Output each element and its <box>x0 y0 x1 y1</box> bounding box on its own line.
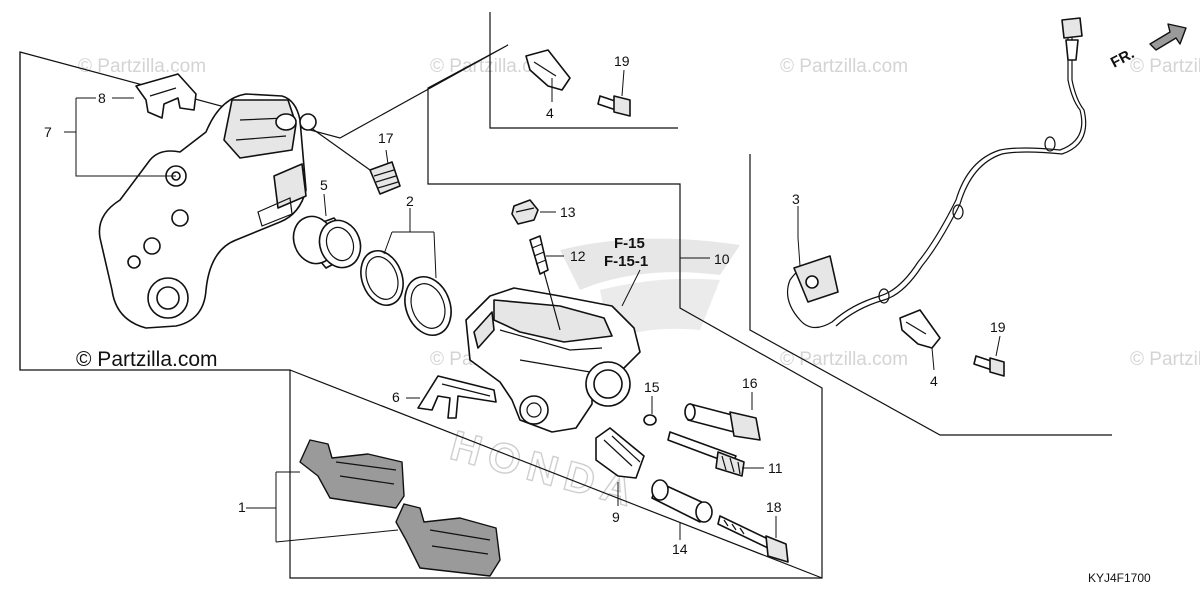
watermark-1: © Partzilla.com <box>78 56 206 77</box>
watermark-4: © Partzilla.com <box>1130 56 1200 77</box>
stay-bolt-right <box>973 355 1005 377</box>
callout-4-top: 4 <box>546 105 554 121</box>
reference-leader <box>621 269 641 307</box>
sensor-stay-top <box>525 49 571 91</box>
watermark-6: © Partzilla.com <box>780 349 908 370</box>
callout-9: 9 <box>612 509 620 525</box>
callout-18: 18 <box>766 499 782 515</box>
callout-4-right: 4 <box>930 373 938 389</box>
watermark-2: © Partzilla.com <box>430 56 558 77</box>
callout-3: 3 <box>792 191 800 207</box>
watermark-3: © Partzilla.com <box>780 56 908 77</box>
pin-sleeve <box>651 479 713 523</box>
bleeder-boot <box>275 113 401 195</box>
brake-pad-upper <box>299 439 405 509</box>
callout-2: 2 <box>406 193 414 209</box>
pin-boot <box>595 427 645 479</box>
callout-leaders <box>64 69 1001 543</box>
watermark-7: © Partzilla.com <box>1130 349 1200 370</box>
pad-spring <box>417 375 497 419</box>
callout-12: 12 <box>570 248 586 264</box>
callout-15: 15 <box>644 379 660 395</box>
callout-10: 10 <box>714 251 730 267</box>
bleeder-cap <box>511 199 539 225</box>
pad-retainer-spring <box>135 73 197 119</box>
callout-14: 14 <box>672 541 688 557</box>
frame-diagonal <box>289 369 823 579</box>
callout-13: 13 <box>560 204 576 220</box>
piston-seal-set <box>360 250 452 336</box>
caliper-pin-bolt <box>684 403 761 441</box>
callout-7: 7 <box>44 124 52 140</box>
caliper-pin <box>667 431 745 477</box>
callout-16: 16 <box>742 375 758 391</box>
partzilla-watermark: © Partzilla.com <box>76 348 218 371</box>
wheel-speed-sensor <box>787 17 1087 329</box>
pin-bolt-long <box>717 515 789 563</box>
reference-label-f15: F-15 <box>614 235 645 252</box>
callout-6: 6 <box>392 389 400 405</box>
callout-8: 8 <box>98 90 106 106</box>
diagram-code: KYJ4F1700 <box>1088 571 1151 585</box>
reference-label-f15-1: F-15-1 <box>604 253 648 270</box>
sensor-inset-frame <box>749 154 1112 436</box>
bleeder-screw <box>529 235 549 275</box>
sensor-stay-right <box>899 309 941 349</box>
caliper-bracket <box>98 93 307 329</box>
sensor-stay-inset-frame <box>489 12 678 129</box>
callout-19-right: 19 <box>990 319 1006 335</box>
caliper-body <box>465 271 641 433</box>
sleeve-o-ring <box>643 414 657 426</box>
front-direction-arrow <box>1149 23 1187 51</box>
brake-pad-lower <box>395 503 501 577</box>
callout-11: 11 <box>768 460 783 476</box>
callout-1: 1 <box>238 499 246 515</box>
callout-17: 17 <box>378 130 394 146</box>
callout-5: 5 <box>320 177 328 193</box>
callout-19-top: 19 <box>614 53 630 69</box>
stay-bolt-top <box>597 95 631 117</box>
caliper-piston <box>292 215 362 269</box>
